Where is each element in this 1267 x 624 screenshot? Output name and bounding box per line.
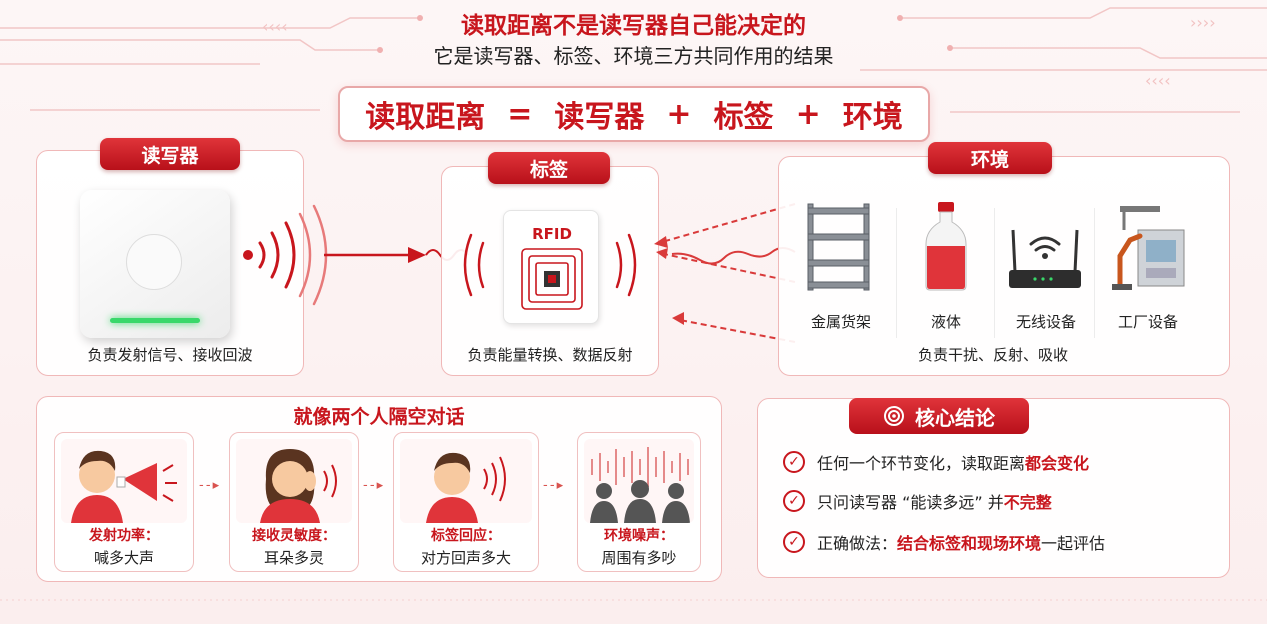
env-label-factory: 工厂设备 bbox=[1117, 313, 1178, 331]
analogy-card-transmit: 发射功率： 喊多大声 bbox=[54, 432, 194, 572]
tag-caption: 负责能量转换、数据反射 bbox=[467, 346, 633, 364]
target-icon bbox=[884, 406, 904, 426]
formula-environment: 环境 bbox=[842, 100, 903, 135]
analogy-card-text: 周围有多吵 bbox=[601, 549, 677, 567]
analogy-card-tag-response: 标签回应： 对方回声多大 bbox=[393, 432, 539, 572]
rfid-tag: RFID bbox=[503, 210, 599, 324]
reader-antenna-circle bbox=[126, 234, 182, 290]
page-title: 读取距离不是读写器自己能决定的 bbox=[461, 13, 806, 39]
factory-machine-icon bbox=[1112, 206, 1185, 290]
formula-banner: 读取距离 = 读写器 + 标签 + 环境 bbox=[338, 86, 930, 142]
conclusion-text-end: 一起评估 bbox=[1041, 534, 1106, 553]
analogy-card-noise: 环境噪声： 周围有多吵 bbox=[577, 432, 701, 572]
analogy-card-title: 发射功率： bbox=[89, 528, 159, 544]
formula-plus-1: + bbox=[666, 96, 692, 132]
conclusion-highlight: 都会变化 bbox=[1025, 454, 1090, 473]
formula-reader: 读写器 bbox=[554, 100, 645, 135]
conclusion-item: ✓ 只问读写器 “能读多远” 并不完整 bbox=[783, 489, 1052, 513]
analogy-card-title: 标签回应： bbox=[431, 528, 501, 544]
environment-header: 环境 bbox=[928, 142, 1052, 174]
conclusion-text: 任何一个环节变化，读取距离 bbox=[817, 454, 1026, 473]
check-circle-icon: ✓ bbox=[783, 531, 805, 553]
svg-text:‹‹‹‹: ‹‹‹‹ bbox=[1145, 71, 1171, 90]
conclusion-item: ✓ 正确做法：结合标签和现场环境一起评估 bbox=[783, 530, 1105, 554]
liquid-bottle-icon bbox=[925, 202, 967, 291]
flow-arrow-icon: - - ▸ bbox=[363, 478, 383, 493]
responding-person-icon bbox=[400, 439, 532, 523]
env-label-metal-shelf: 金属货架 bbox=[810, 313, 871, 331]
reader-device bbox=[80, 190, 230, 338]
analogy-card-title: 环境噪声： bbox=[604, 528, 674, 544]
analogy-card-receive: 接收灵敏度： 耳朵多灵 bbox=[229, 432, 359, 572]
env-label-liquid: 液体 bbox=[930, 313, 961, 331]
analogy-card-text: 耳朵多灵 bbox=[263, 549, 324, 567]
interference-arrows-icon bbox=[654, 203, 796, 343]
conclusion-text: 只问读写器 “能读多远” 并 bbox=[817, 493, 1004, 512]
conclusion-header-label: 核心结论 bbox=[915, 405, 995, 430]
formula-equals: = bbox=[507, 96, 533, 132]
conclusion-header: 核心结论 bbox=[849, 398, 1029, 434]
listening-person-icon bbox=[236, 439, 352, 523]
flow-arrow-icon: - - ▸ bbox=[543, 478, 563, 493]
analogy-card-text: 对方回声多大 bbox=[420, 549, 511, 567]
reader-caption: 负责发射信号、接收回波 bbox=[87, 346, 253, 364]
megaphone-person-icon bbox=[61, 439, 187, 523]
rfid-label: RFID bbox=[532, 225, 572, 243]
formula-read-distance: 读取距离 bbox=[365, 100, 486, 135]
formula-tag: 标签 bbox=[713, 100, 774, 135]
reader-status-led bbox=[110, 318, 200, 323]
environment-caption: 负责干扰、反射、吸收 bbox=[917, 346, 1068, 364]
tag-waves-icon bbox=[463, 233, 637, 297]
analogy-card-text: 喊多大声 bbox=[93, 549, 154, 567]
crowd-noise-icon bbox=[584, 439, 694, 523]
conclusion-text: 正确做法： bbox=[817, 534, 898, 553]
reader-header: 读写器 bbox=[100, 138, 240, 170]
check-circle-icon: ✓ bbox=[783, 490, 805, 512]
wifi-router-icon bbox=[1009, 229, 1081, 288]
metal-shelf-icon bbox=[807, 203, 870, 291]
analogy-title: 就像两个人隔空对话 bbox=[293, 406, 465, 428]
conclusion-highlight: 不完整 bbox=[1003, 493, 1052, 512]
env-divider bbox=[896, 208, 897, 338]
conclusion-highlight: 结合标签和现场环境 bbox=[897, 534, 1042, 553]
tag-header: 标签 bbox=[488, 152, 610, 184]
rfid-antenna-icon bbox=[521, 248, 583, 310]
analogy-card-title: 接收灵敏度： bbox=[252, 528, 336, 544]
check-circle-icon: ✓ bbox=[783, 451, 805, 473]
env-divider bbox=[994, 208, 995, 338]
env-divider bbox=[1094, 208, 1095, 338]
page-subtitle: 它是读写器、标签、环境三方共同作用的结果 bbox=[433, 44, 834, 68]
formula-plus-2: + bbox=[795, 96, 821, 132]
flow-arrow-icon: - - ▸ bbox=[199, 478, 219, 493]
env-label-wireless: 无线设备 bbox=[1015, 313, 1076, 331]
conclusion-item: ✓ 任何一个环节变化，读取距离都会变化 bbox=[783, 450, 1089, 474]
